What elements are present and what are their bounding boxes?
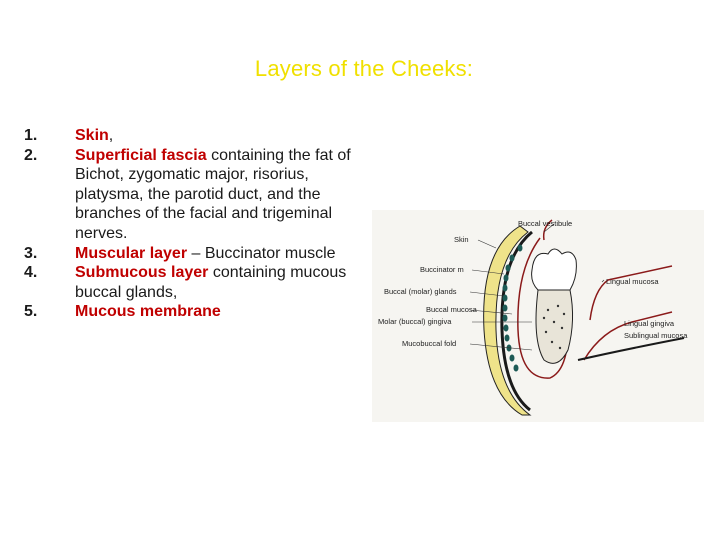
item-number: 5. xyxy=(24,303,38,321)
item-term: Mucous membrane xyxy=(75,303,221,321)
buccal-mucosa-line xyxy=(517,237,569,379)
item-term: Submucous layer xyxy=(75,264,209,282)
list-item: 2. Superficial fascia containing the fat… xyxy=(24,146,364,244)
list-item: 4. Submucous layer containing mucous buc… xyxy=(24,263,364,302)
label-molar-gingiva: Molar (buccal) gingiva xyxy=(378,317,452,326)
item-text: – Buccinator muscle xyxy=(187,244,336,262)
mandible-line xyxy=(577,337,685,361)
cheek-cross-section-diagram: Buccal vestibule Skin Buccinator m Bucca… xyxy=(372,210,704,422)
tooth-root xyxy=(535,289,574,364)
cheek-diagram-svg: Buccal vestibule Skin Buccinator m Bucca… xyxy=(372,210,704,422)
leader-lines xyxy=(469,223,605,351)
label-lingual-gingiva: Lingual gingiva xyxy=(624,319,675,328)
buccinator-muscle xyxy=(500,230,533,412)
skin-fat-band xyxy=(483,225,532,416)
item-text: containing mucous buccal glands, xyxy=(75,264,347,301)
list-item: 3. Muscular layer – Buccinator muscle xyxy=(24,244,364,264)
item-number: 2. xyxy=(24,146,38,164)
vestibule-line xyxy=(542,219,553,241)
tooth-crown xyxy=(531,248,577,291)
item-number: 3. xyxy=(24,244,38,262)
bone-dots xyxy=(542,304,566,350)
list-item: 1. Skin, xyxy=(24,126,364,146)
item-text: , xyxy=(108,127,114,144)
label-sublingual-mucosa: Sublingual mucosa xyxy=(624,331,688,340)
item-term: Superficial fascia xyxy=(75,146,207,164)
slide-title: Layers of the Cheeks: xyxy=(254,56,474,81)
item-term: Skin xyxy=(75,127,109,144)
label-mucobuccal-fold: Mucobuccal fold xyxy=(402,339,456,348)
layers-list: 1. Skin, 2. Superficial fascia containin… xyxy=(24,126,364,322)
item-number: 4. xyxy=(24,264,38,282)
item-number: 1. xyxy=(24,127,38,144)
label-lingual-mucosa: Lingual mucosa xyxy=(606,277,659,286)
label-buccal-vestibule: Buccal vestibule xyxy=(518,219,572,228)
label-buccal-mucosa: Buccal mucosa xyxy=(426,305,478,314)
label-buccinator: Buccinator m xyxy=(420,265,464,274)
lingual-mucosa-line xyxy=(589,265,673,321)
list-item: 5. Mucous membrane xyxy=(24,302,364,322)
label-skin: Skin xyxy=(454,235,469,244)
sublingual-mucosa-line xyxy=(583,311,673,361)
item-text: containing the fat of Bichot, zygomatic … xyxy=(75,146,351,242)
label-buccal-glands: Buccal (molar) glands xyxy=(384,287,457,296)
item-term: Muscular layer xyxy=(75,244,188,262)
